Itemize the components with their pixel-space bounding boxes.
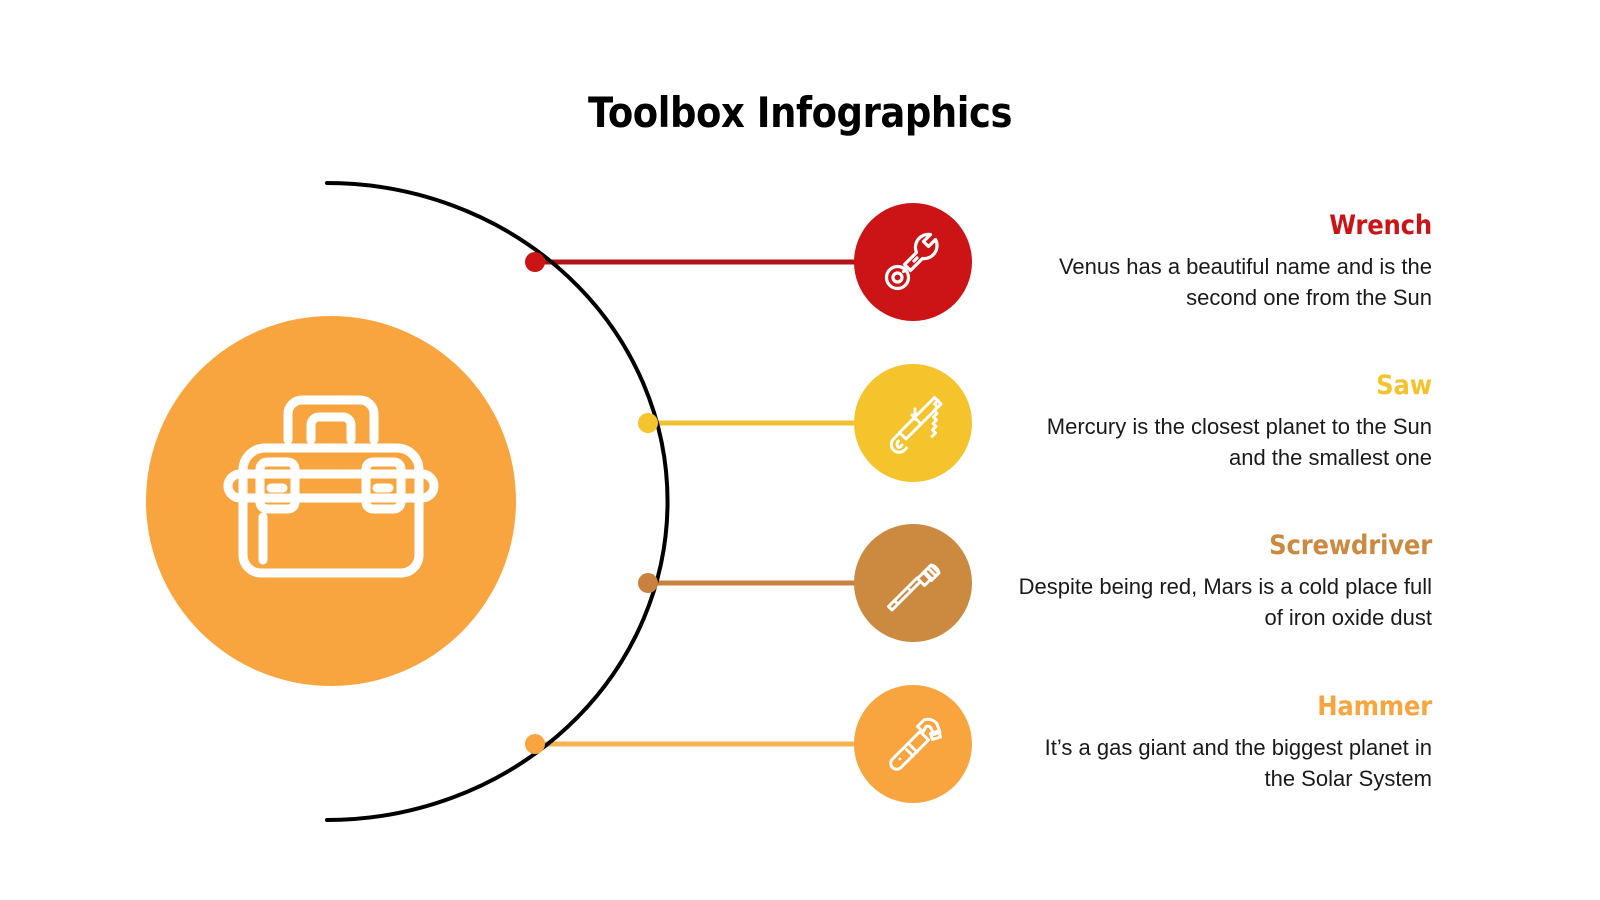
item-text-hammer: Hammer It’s a gas giant and the biggest … <box>1012 691 1433 795</box>
arc-dot-screwdriver <box>638 573 658 593</box>
arc-dot-wrench <box>525 252 545 272</box>
item-description-saw: Mercury is the closest planet to the Sun… <box>1046 414 1432 471</box>
hammer-icon <box>889 717 942 771</box>
item-description-hammer: It’s a gas giant and the biggest planet … <box>1044 735 1432 792</box>
icon-circle-saw[interactable] <box>854 364 972 482</box>
item-heading-hammer: Hammer <box>1317 691 1432 722</box>
item-heading-screwdriver: Screwdriver <box>1269 530 1432 561</box>
item-description-screwdriver: Despite being red, Mars is a cold place … <box>1018 574 1432 631</box>
screwdriver-icon <box>887 563 941 612</box>
page-title: Toolbox Infographics <box>587 88 1013 137</box>
left-graphic <box>146 181 905 822</box>
icon-circle-hammer[interactable] <box>854 685 972 803</box>
arc-outline <box>325 181 670 822</box>
icon-circle-screwdriver[interactable] <box>854 524 972 642</box>
icon-circle-wrench[interactable] <box>854 203 972 321</box>
toolbox-icon <box>223 395 439 578</box>
item-heading-wrench: Wrench <box>1329 210 1432 241</box>
item-text-screwdriver: Screwdriver Despite being red, Mars is a… <box>1012 530 1433 634</box>
arc-dot-hammer <box>525 734 545 754</box>
arc-dot-saw <box>638 413 658 433</box>
item-text-wrench: Wrench Venus has a beautiful name and is… <box>1012 210 1432 314</box>
item-heading-saw: Saw <box>1376 370 1432 401</box>
wrench-icon <box>884 232 939 291</box>
item-description-wrench: Venus has a beautiful name and is the se… <box>1058 254 1432 311</box>
item-text-saw: Saw Mercury is the closest planet to the… <box>1012 370 1432 474</box>
saw-icon <box>889 396 943 454</box>
